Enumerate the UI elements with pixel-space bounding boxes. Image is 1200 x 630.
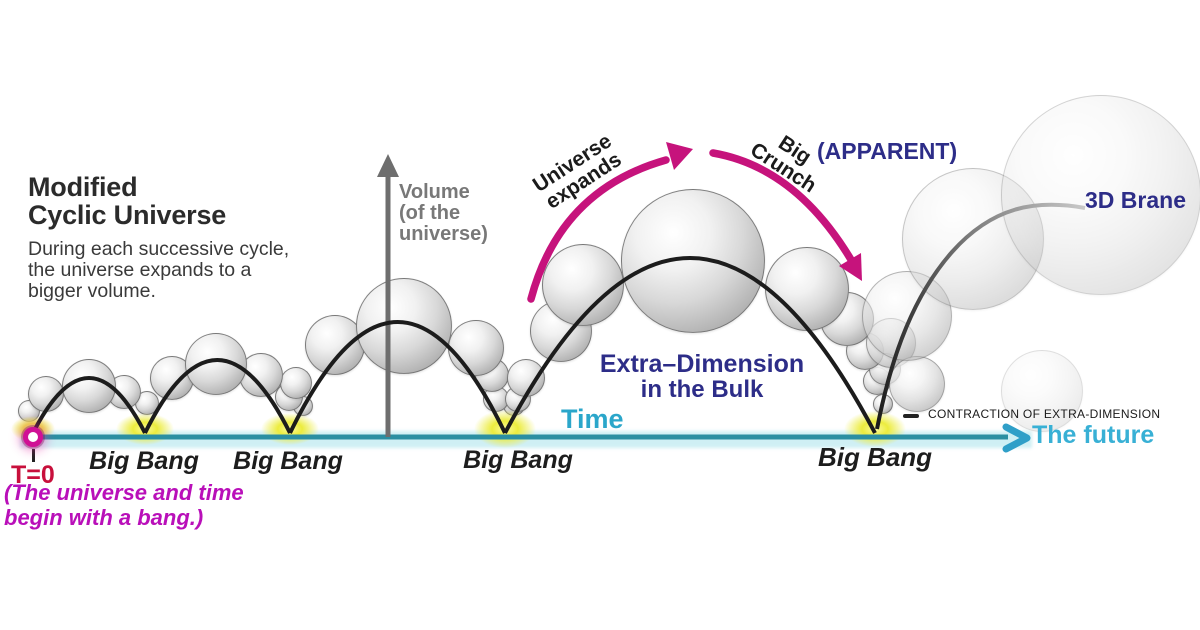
- cycle-arc: [143, 358, 292, 434]
- time-axis-arrowhead: [1002, 423, 1031, 453]
- universe-sphere: [765, 247, 849, 331]
- extra-dimension-line-2: in the Bulk: [640, 376, 764, 403]
- fading-cycle-arc: [875, 202, 1086, 430]
- expansion-arrow: [527, 156, 670, 303]
- title-line-2: Cyclic Universe: [28, 200, 227, 230]
- t0-label: T=0: [11, 461, 55, 489]
- future-label: The future: [1032, 421, 1155, 449]
- subtitle-line-2: the universe expands to a: [28, 259, 252, 281]
- universe-sphere: [305, 315, 365, 375]
- big-bang-label: Big Bang: [463, 446, 573, 474]
- t0-caption-line-2: begin with a bang.): [4, 505, 204, 530]
- universe-sphere: [280, 367, 312, 399]
- cycle-arc: [503, 256, 877, 434]
- crunch-arrow: [709, 149, 861, 274]
- t0-caption-line-1: (The universe and time: [4, 480, 244, 505]
- volume-label-line-3: universe): [399, 223, 488, 245]
- subtitle-line-3: bigger volume.: [28, 280, 156, 302]
- volume-axis-arrowhead: [377, 154, 399, 177]
- universe-sphere: [542, 244, 624, 326]
- contraction-label: CONTRACTION OF EXTRA-DIMENSION: [928, 407, 1161, 421]
- origin-tick: [32, 449, 35, 462]
- volume-label-line-1: Volume: [399, 181, 470, 203]
- big-bang-label: Big Bang: [817, 442, 933, 472]
- volume-label-line-2: (of the: [399, 202, 461, 224]
- 3d-brane-label: 3D Brane: [1085, 187, 1186, 213]
- cycle-arc: [31, 376, 147, 434]
- t0-caption: (The universe and time begin with a bang…: [4, 480, 244, 530]
- big-bang-label: Big Bang: [89, 447, 199, 475]
- crunch-arrow-head: [839, 253, 862, 281]
- diagram-subtitle: During each successive cycle, the univer…: [28, 239, 289, 302]
- extra-dimension-line-1: Extra–Dimension: [599, 350, 805, 378]
- universe-sphere: [621, 189, 765, 333]
- extra-dimension-label: Extra–Dimension in the Bulk: [572, 351, 832, 403]
- big-bang-label: Big Bang: [233, 447, 343, 475]
- expansion-arrow-head: [666, 142, 693, 170]
- cycle-arc: [288, 320, 507, 434]
- subtitle-line-1: During each successive cycle,: [28, 238, 290, 260]
- universe-sphere: [448, 320, 504, 376]
- apparent-label: (APPARENT): [817, 138, 958, 164]
- time-axis-label: Time: [561, 404, 624, 434]
- origin-marker: [23, 427, 43, 447]
- universe-sphere: [356, 278, 452, 374]
- contraction-dash: [903, 414, 919, 418]
- volume-axis-label: Volume (of the universe): [399, 182, 488, 245]
- title-line-1: Modified: [28, 172, 138, 202]
- universe-sphere: [1001, 350, 1083, 432]
- universe-sphere: [1001, 95, 1200, 295]
